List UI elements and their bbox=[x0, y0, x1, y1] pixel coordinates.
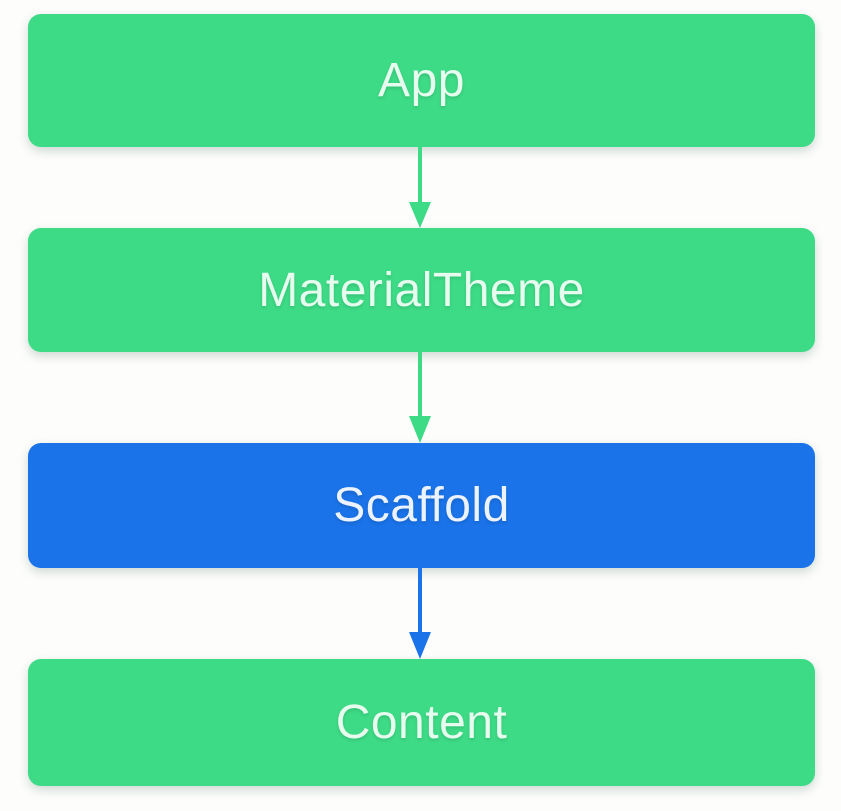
node-app: App bbox=[28, 14, 815, 147]
arrow-down-icon bbox=[404, 352, 436, 443]
node-scaffold: Scaffold bbox=[28, 443, 815, 568]
node-content: Content bbox=[28, 659, 815, 786]
node-materialtheme-label: MaterialTheme bbox=[258, 263, 585, 317]
arrow-down-icon bbox=[404, 146, 436, 228]
node-app-label: App bbox=[378, 54, 465, 107]
arrow-down-icon bbox=[404, 568, 436, 659]
node-materialtheme: MaterialTheme bbox=[28, 228, 815, 352]
node-content-label: Content bbox=[335, 696, 508, 749]
node-scaffold-label: Scaffold bbox=[333, 479, 510, 532]
